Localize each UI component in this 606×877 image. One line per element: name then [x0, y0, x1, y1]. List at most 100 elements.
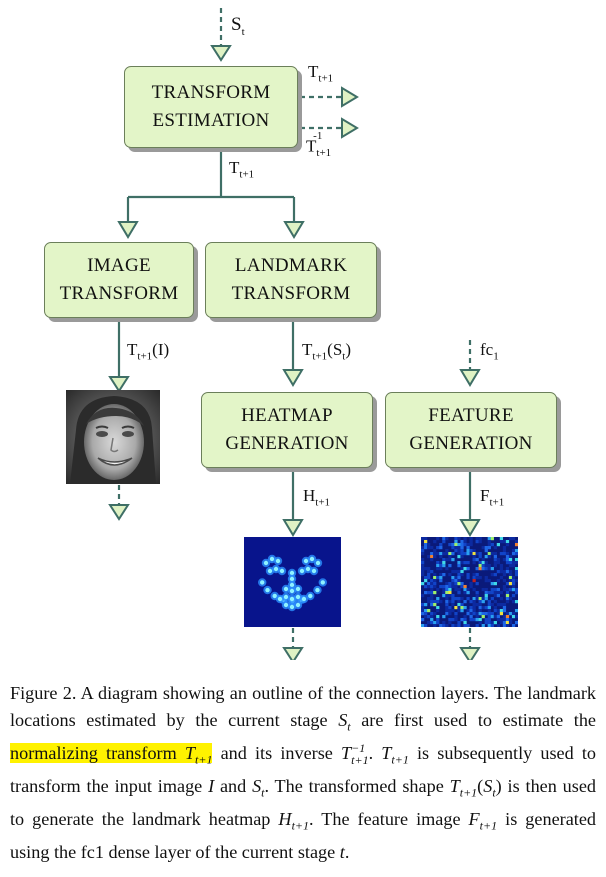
- feature-cell: [439, 585, 443, 589]
- feature-cell: [433, 603, 437, 607]
- feature-cell: [511, 564, 516, 568]
- arrowhead-fc1: [459, 369, 481, 387]
- feature-cell: [460, 597, 464, 601]
- feature-cell: [478, 606, 482, 610]
- feature-cell: [427, 597, 431, 601]
- feature-cell: [457, 573, 461, 577]
- feature-cell: [499, 618, 504, 622]
- feature-cell: [466, 576, 470, 580]
- feature-cell: [514, 579, 518, 583]
- feature-cell: [442, 552, 446, 556]
- feature-cell: [424, 579, 428, 583]
- feature-cell: [496, 570, 501, 574]
- feature-cell: [454, 537, 458, 541]
- feature-cell: [460, 618, 464, 622]
- caption-math: t+1: [195, 752, 213, 767]
- feature-cell: [451, 582, 455, 586]
- feature-cell: [478, 564, 482, 568]
- feature-cell: [487, 552, 491, 556]
- feature-cell: [469, 609, 473, 613]
- feature-cell: [466, 612, 470, 616]
- feature-cell: [514, 609, 518, 613]
- feature-cell: [469, 618, 473, 622]
- feature-cell: [430, 585, 434, 589]
- feature-cell: [436, 537, 440, 541]
- feature-cell: [487, 540, 491, 544]
- feature-cell: [490, 582, 494, 586]
- feature-cell: [490, 573, 494, 577]
- feature-cell: [454, 624, 458, 627]
- feature-cell: [496, 603, 501, 607]
- landmark-transform-box: LANDMARK TRANSFORM: [205, 242, 377, 318]
- feature-cell: [469, 615, 473, 619]
- feature-cell: [436, 615, 440, 619]
- feature-cell: [502, 585, 507, 589]
- feature-cell: [493, 588, 497, 592]
- feature-cell: [466, 546, 470, 550]
- feature-cell: [505, 615, 510, 619]
- feature-cell: [439, 579, 443, 583]
- feature-cell: [487, 618, 491, 622]
- feature-cell: [460, 609, 464, 613]
- feature-cell: [502, 552, 507, 556]
- feature-cell: [514, 591, 518, 595]
- feature-cell: [490, 588, 494, 592]
- heatmap-spot-core: [289, 588, 295, 594]
- arrowhead-feature-out: [459, 647, 481, 660]
- label-fc1: fc1: [480, 340, 499, 362]
- feature-cell: [433, 579, 437, 583]
- feature-cell: [466, 597, 470, 601]
- feature-cell: [460, 570, 464, 574]
- caption-text: normalizing transform: [10, 742, 185, 763]
- feature-cell: [427, 567, 431, 571]
- feature-cell: [436, 564, 440, 568]
- feature-cell: [475, 582, 479, 586]
- feature-cell: [457, 621, 461, 625]
- feature-cell: [421, 582, 425, 586]
- feature-cell: [436, 552, 440, 556]
- feature-cell: [475, 618, 479, 622]
- feature-cell: [430, 597, 434, 601]
- label-sub: t+1: [318, 72, 334, 85]
- feature-cell: [472, 549, 476, 553]
- feature-cell: [499, 612, 504, 616]
- caption-math: S: [338, 709, 348, 730]
- feature-cell: [490, 615, 494, 619]
- caption-text: .: [344, 842, 350, 863]
- label-t-inverse: Tt+1-1: [306, 130, 340, 159]
- feature-cell: [421, 609, 425, 613]
- feature-cell: [502, 606, 507, 610]
- arrowhead-branch-right: [283, 221, 305, 239]
- feature-cell: [514, 588, 518, 592]
- feature-cell: [421, 552, 425, 556]
- feature-cell: [445, 585, 449, 589]
- feature-cell: [481, 624, 485, 627]
- feature-cell: [433, 612, 437, 616]
- feature-cell: [514, 570, 518, 574]
- feature-cell: [487, 591, 491, 595]
- caption-math: T: [341, 742, 352, 763]
- feature-cell: [430, 591, 434, 595]
- feature-cell: [505, 555, 510, 559]
- feature-cell: [421, 603, 425, 607]
- heatmap-spot-core: [289, 570, 295, 576]
- feature-cell: [421, 573, 425, 577]
- feature-cell: [448, 594, 452, 598]
- feature-cell: [481, 558, 485, 562]
- box-line: FEATURE: [428, 405, 514, 426]
- feature-cell: [502, 609, 507, 613]
- arrowhead-heatmap-out: [282, 647, 304, 660]
- feature-cell: [424, 609, 428, 613]
- feature-cell: [493, 546, 497, 550]
- feature-cell: [511, 579, 516, 583]
- feature-cell: [454, 576, 458, 580]
- feature-cell: [439, 555, 443, 559]
- caption-math: S: [483, 775, 493, 796]
- feature-cell: [493, 609, 497, 613]
- feature-cell: [472, 606, 476, 610]
- feature-cell: [451, 585, 455, 589]
- feature-cell: [505, 558, 510, 562]
- caption-text: ) is then used to generate the landmark …: [10, 775, 596, 829]
- feature-cell: [463, 600, 467, 604]
- heatmap-spot-core: [289, 604, 295, 610]
